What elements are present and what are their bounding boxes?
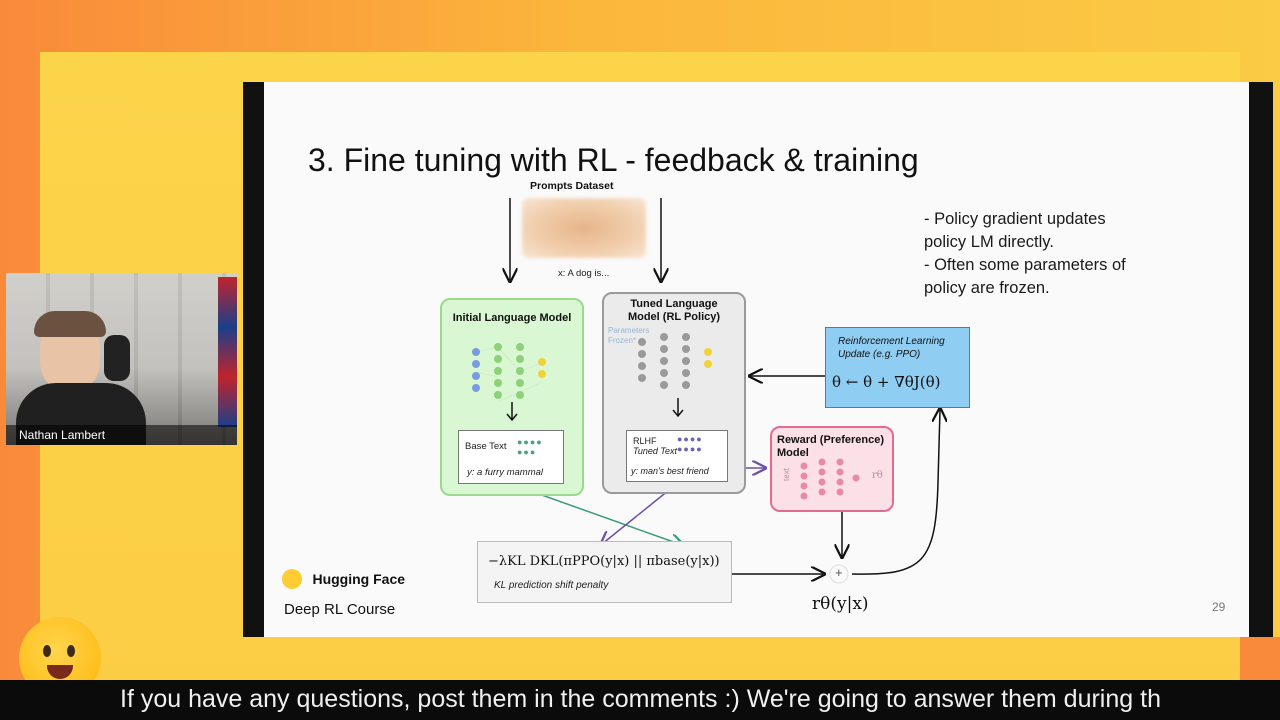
- tuned-model-title-line1: Tuned Language: [630, 298, 718, 310]
- network-icon: [800, 458, 860, 500]
- brand-name: Hugging Face: [312, 571, 406, 587]
- slide-notes: - Policy gradient updates policy LM dire…: [924, 208, 1126, 300]
- webcam-feed: [6, 273, 237, 445]
- reward-output: rθ(y|x): [812, 594, 869, 614]
- base-output: y: a furry mammal: [467, 467, 544, 478]
- diagram-arrows: [264, 198, 1249, 584]
- reward-output-label: rθ: [872, 470, 883, 481]
- kl-caption: KL prediction shift penalty: [494, 580, 609, 591]
- base-text-label: Base Text: [465, 441, 507, 452]
- rlhf-label: RLHF Tuned Text: [633, 436, 677, 456]
- network-icon: [638, 333, 712, 389]
- initial-model-title: Initial Language Model: [452, 312, 572, 324]
- frozen-label-line: Frozen*: [608, 336, 637, 345]
- sum-symbol: +: [835, 565, 843, 580]
- rl-update-box: Reinforcement Learning Update (e.g. PPO)…: [825, 327, 970, 408]
- rl-update-title: Reinforcement Learning Update (e.g. PPO): [838, 335, 945, 361]
- rl-update-title-line: Update (e.g. PPO): [838, 349, 921, 360]
- down-arrow-icon: [672, 398, 684, 418]
- reward-model-title-line2: Model: [777, 447, 809, 459]
- prompts-dataset-image: [522, 198, 646, 258]
- token-dots-icon: ●●●●●●●: [517, 437, 543, 457]
- webcam-name-label: Nathan Lambert: [6, 425, 237, 445]
- rlhf-label-line: Tuned Text: [633, 446, 678, 456]
- presentation-slide: 3. Fine tuning with RL - feedback & trai…: [264, 82, 1249, 637]
- token-dots-icon: ●●●●●●●●: [677, 434, 703, 454]
- page-number: 29: [1212, 600, 1226, 614]
- course-name: Deep RL Course: [284, 601, 396, 618]
- hugging-face-logo-icon: [282, 569, 302, 589]
- headphones-icon: [104, 335, 130, 381]
- initial-language-model: Initial Language Model Base Text ●●●●●●●…: [440, 298, 584, 496]
- rlhf-label-line: RLHF: [633, 436, 657, 446]
- note-line: - Policy gradient updates: [924, 210, 1106, 228]
- reward-model-box: Reward (Preference) Model text rθ: [770, 426, 894, 512]
- rl-update-equation: θ ← θ + ∇θJ(θ): [832, 373, 941, 391]
- reward-input-label: text: [781, 468, 791, 481]
- rl-update-title-line: Reinforcement Learning: [838, 336, 945, 347]
- caption-text: If you have any questions, post them in …: [120, 685, 1161, 713]
- live-captions: If you have any questions, post them in …: [0, 680, 1280, 720]
- kl-penalty-box: −λKL DKL(πPPO(y|x) || πbase(y|x)) KL pre…: [477, 541, 732, 603]
- base-text-card: Base Text ●●●●●●● y: a furry mammal: [458, 430, 564, 484]
- down-arrow-icon: [506, 402, 518, 422]
- tuned-model-title-line2: Model (RL Policy): [627, 311, 721, 323]
- frozen-label: Parameters Frozen*: [608, 326, 649, 346]
- reward-model-title-line1: Reward (Preference): [777, 434, 884, 446]
- background-accent: [1240, 637, 1280, 680]
- tuned-language-model: Tuned Language Model (RL Policy) Paramet…: [602, 292, 746, 494]
- rlhf-output: y: man's best friend: [631, 466, 709, 476]
- kl-equation: −λKL DKL(πPPO(y|x) || πbase(y|x)): [488, 554, 720, 569]
- prompts-dataset-label: Prompts Dataset: [530, 180, 614, 192]
- hugging-face-brand: Hugging Face: [282, 569, 405, 589]
- webcam-banner: [218, 277, 237, 427]
- rlhf-text-card: RLHF Tuned Text ●●●●●●●● y: man's best f…: [626, 430, 728, 482]
- network-icon: [472, 343, 546, 403]
- prompt-example: x: A dog is...: [558, 268, 610, 279]
- person-hair: [34, 311, 106, 337]
- note-line: - Often some parameters of: [924, 256, 1126, 274]
- slide-title: 3. Fine tuning with RL - feedback & trai…: [308, 142, 919, 178]
- note-line: policy LM directly.: [924, 233, 1054, 251]
- frozen-label-line: Parameters: [608, 326, 650, 335]
- note-line: policy are frozen.: [924, 279, 1050, 297]
